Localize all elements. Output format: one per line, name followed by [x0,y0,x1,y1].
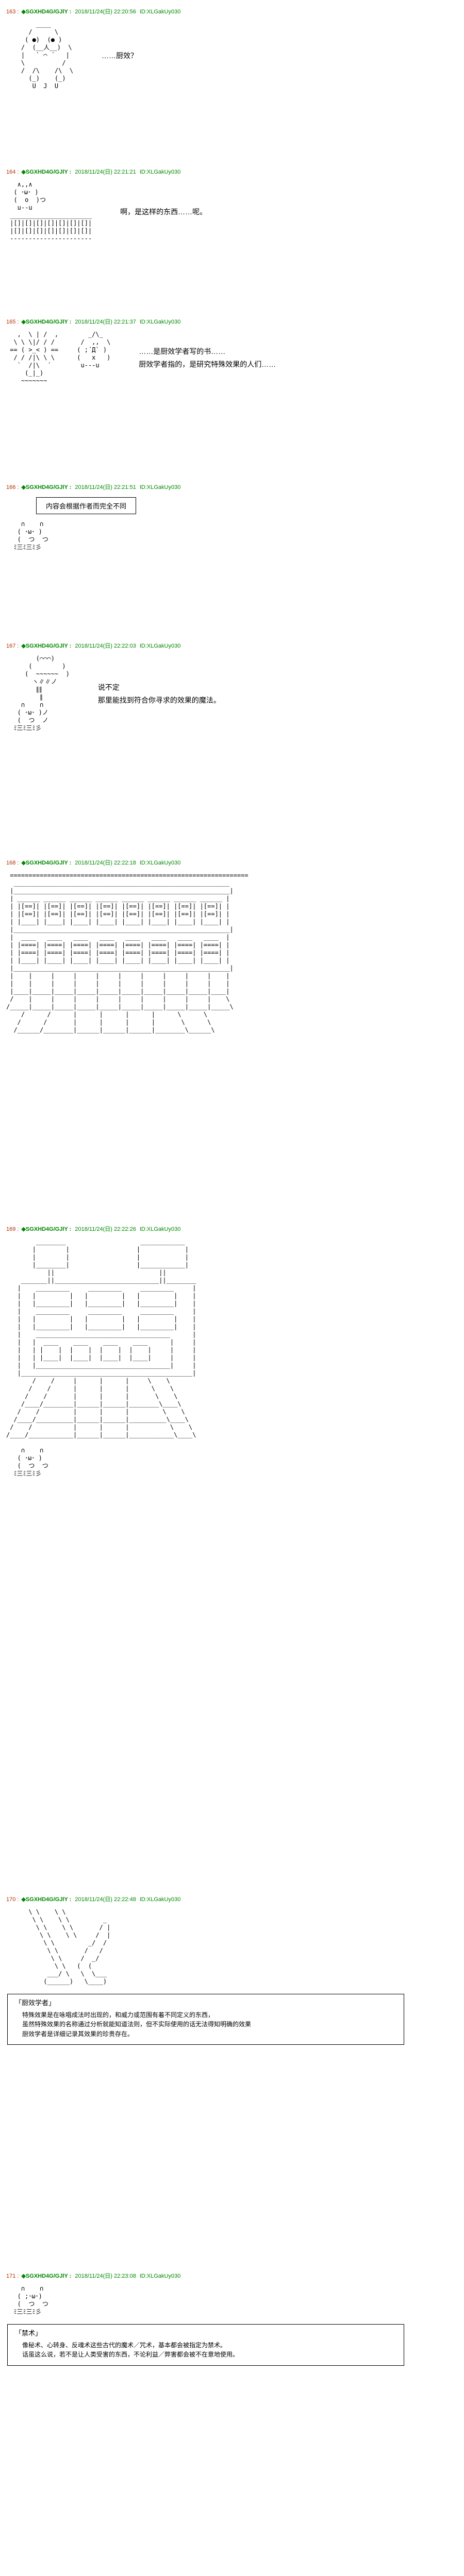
term-box-kinjutsu: 「禁术」 像秘术、心转身、反魂术这些古代的魔术／咒术，基本都会被指定为禁术。 话… [7,2324,404,2366]
note-box: 内容会根据作者而完全不同 [36,497,137,514]
post-number: 169 : [6,1226,19,1232]
post-datetime: 2018/11/24(日) 22:22:48 [75,1896,136,1903]
dialogue-text: ……是厨效学者写的书…… 厨效学者指的，是研究特殊效果的人们…… [139,344,276,372]
term-box-line: 虽然特殊效果的名称通过分析就能知道法则，但不实际使用的话无法得知明确的效果 [22,2021,252,2028]
dialogue-line: 那里能找到符合你寻求的效果的魔法。 [97,696,221,704]
post-167: 167 :◆SGXHD4G/GJlY :2018/11/24(日) 22:22:… [6,641,464,732]
post-header: 167 :◆SGXHD4G/GJlY :2018/11/24(日) 22:22:… [6,641,464,650]
term-box-title: 「厨效学者」 [15,1999,56,2007]
post-datetime: 2018/11/24(日) 22:21:21 [75,169,136,175]
dialogue-text: 啊，是这样的东西……呢。 [120,204,207,219]
post-header: 170 :◆SGXHD4G/GJlY :2018/11/24(日) 22:22:… [6,1895,464,1903]
post-datetime: 2018/11/24(日) 22:21:37 [75,319,136,325]
post-datetime: 2018/11/24(日) 22:22:03 [75,643,136,649]
dialogue-text: 说不定 那里能找到符合你寻求的效果的魔法。 [98,680,221,708]
post-datetime: 2018/11/24(日) 22:21:51 [75,484,136,490]
post-171: 171 :◆SGXHD4G/GJlY :2018/11/24(日) 22:23:… [6,2272,464,2366]
term-box-line: 话虽这么说，若不是让人类受害的东西，不论利益／弊害都会被不在意地使用。 [22,2351,239,2359]
poster-id: ID:XLGakUy030 [139,860,181,866]
term-box-line: 像秘术、心转身、反魂术这些古代的魔术／咒术，基本都会被指定为禁术。 [22,2341,227,2349]
poster-name: ◆SGXHD4G/GJlY : [21,9,72,15]
poster-id: ID:XLGakUy030 [139,484,181,490]
post-datetime: 2018/11/24(日) 22:22:26 [75,1226,136,1232]
poster-id: ID:XLGakUy030 [139,9,181,15]
dialogue-line: ……厨效？ [102,51,138,60]
post-number: 164 : [6,169,19,175]
post-datetime: 2018/11/24(日) 22:22:18 [75,860,136,866]
post-header: 166 :◆SGXHD4G/GJlY :2018/11/24(日) 22:21:… [6,483,464,491]
dialogue-line: 啊，是这样的东西……呢。 [120,208,207,216]
post-166: 166 :◆SGXHD4G/GJlY :2018/11/24(日) 22:21:… [6,483,464,551]
post-header: 165 :◆SGXHD4G/GJlY :2018/11/24(日) 22:21:… [6,317,464,326]
term-box-title: 「禁术」 [15,2329,42,2337]
ascii-art-mascot: ∩ ∩ ( ;･ω･) ( つ つ ﾐ三ﾐ三ﾐ彡 [13,2285,48,2316]
post-datetime: 2018/11/24(日) 22:23:08 [75,2273,136,2280]
post-number: 167 : [6,643,19,649]
post-164: 164 :◆SGXHD4G/GJlY :2018/11/24(日) 22:21:… [6,167,464,243]
ascii-art-face: ____ / \ ( ●) (● ) / (__人__) \ | ` ⌒ ´ |… [21,21,74,90]
post-165: 165 :◆SGXHD4G/GJlY :2018/11/24(日) 22:21:… [6,317,464,385]
poster-id: ID:XLGakUy030 [139,1896,181,1903]
post-header: 163 :◆SGXHD4G/GJlY :2018/11/24(日) 22:20:… [6,7,464,15]
term-box-line: 特殊效果是在咏唱成法时出现的，和威力或范围有着不同定义的东西， [22,2011,214,2019]
dialogue-text: ……厨效？ [102,48,138,63]
ascii-art-running-legs: \ \ \ \ \ \ \ \ _ \ \ \ \ / | \ \ \ \ / … [28,1908,111,1985]
term-box-chuuxiao: 「厨效学者」 特殊效果是在咏唱成法时出现的，和威力或范围有着不同定义的东西， 虽… [7,1994,404,2045]
ascii-art-cat-desk: ∧,,∧ ( ･ω･ ) ( o )つ u--u _______________… [10,181,92,242]
post-number: 163 : [6,9,19,15]
poster-id: ID:XLGakUy030 [139,169,181,175]
term-box-line: 厨效学者是详细记录其效果的珍贵存在。 [22,2030,134,2038]
post-header: 164 :◆SGXHD4G/GJlY :2018/11/24(日) 22:21:… [6,167,464,176]
post-header: 168 :◆SGXHD4G/GJlY :2018/11/24(日) 22:22:… [6,858,464,867]
poster-name: ◆SGXHD4G/GJlY : [21,484,72,490]
dialogue-line: 厨效学者指的，是研究特殊效果的人们…… [139,360,276,368]
poster-id: ID:XLGakUy030 [139,1226,181,1232]
post-number: 171 : [6,2273,19,2280]
post-number: 166 : [6,484,19,490]
poster-name: ◆SGXHD4G/GJlY : [21,1896,72,1903]
poster-name: ◆SGXHD4G/GJlY : [21,643,72,649]
poster-name: ◆SGXHD4G/GJlY : [21,1226,72,1232]
post-169: 169 :◆SGXHD4G/GJlY :2018/11/24(日) 22:22:… [6,1225,464,1478]
ascii-art-cloud-mascot: (⌒⌒⌒) ( ) ( ~~~~~~ ) ヽ∥∥ノ ∥∥ ∥ ∩ ∩ ( ･ω･… [13,655,70,732]
poster-id: ID:XLGakUy030 [139,2273,181,2280]
poster-name: ◆SGXHD4G/GJlY : [21,319,72,325]
post-163: 163 :◆SGXHD4G/GJlY :2018/11/24(日) 22:20:… [6,7,464,90]
poster-id: ID:XLGakUy030 [139,319,181,325]
poster-name: ◆SGXHD4G/GJlY : [21,2273,72,2280]
post-number: 168 : [6,860,19,866]
poster-name: ◆SGXHD4G/GJlY : [21,860,72,866]
poster-name: ◆SGXHD4G/GJlY : [21,169,72,175]
post-170: 170 :◆SGXHD4G/GJlY :2018/11/24(日) 22:22:… [6,1895,464,2045]
ascii-art-scribble: , \ | / , _/\_ \ \ \|/ / / / ,, \ == ( >… [10,331,111,384]
post-header: 169 :◆SGXHD4G/GJlY :2018/11/24(日) 22:22:… [6,1225,464,1233]
post-number: 170 : [6,1896,19,1903]
ascii-art-mascot: ∩ ∩ ( ･ω･ ) ( つ つ ﾐ三ﾐ三ﾐ彡 [13,520,48,551]
dialogue-line: ……是厨效学者写的书…… [139,347,226,355]
ascii-art-street-scene: ________ ____________ | | | | | | | | |_… [6,1238,196,1477]
ascii-art-library-hall: ========================================… [6,872,248,1033]
post-datetime: 2018/11/24(日) 22:20:56 [75,9,136,15]
poster-id: ID:XLGakUy030 [139,643,181,649]
post-168: 168 :◆SGXHD4G/GJlY :2018/11/24(日) 22:22:… [6,858,464,1034]
dialogue-line: 说不定 [97,683,120,691]
post-number: 165 : [6,319,19,325]
post-header: 171 :◆SGXHD4G/GJlY :2018/11/24(日) 22:23:… [6,2272,464,2280]
